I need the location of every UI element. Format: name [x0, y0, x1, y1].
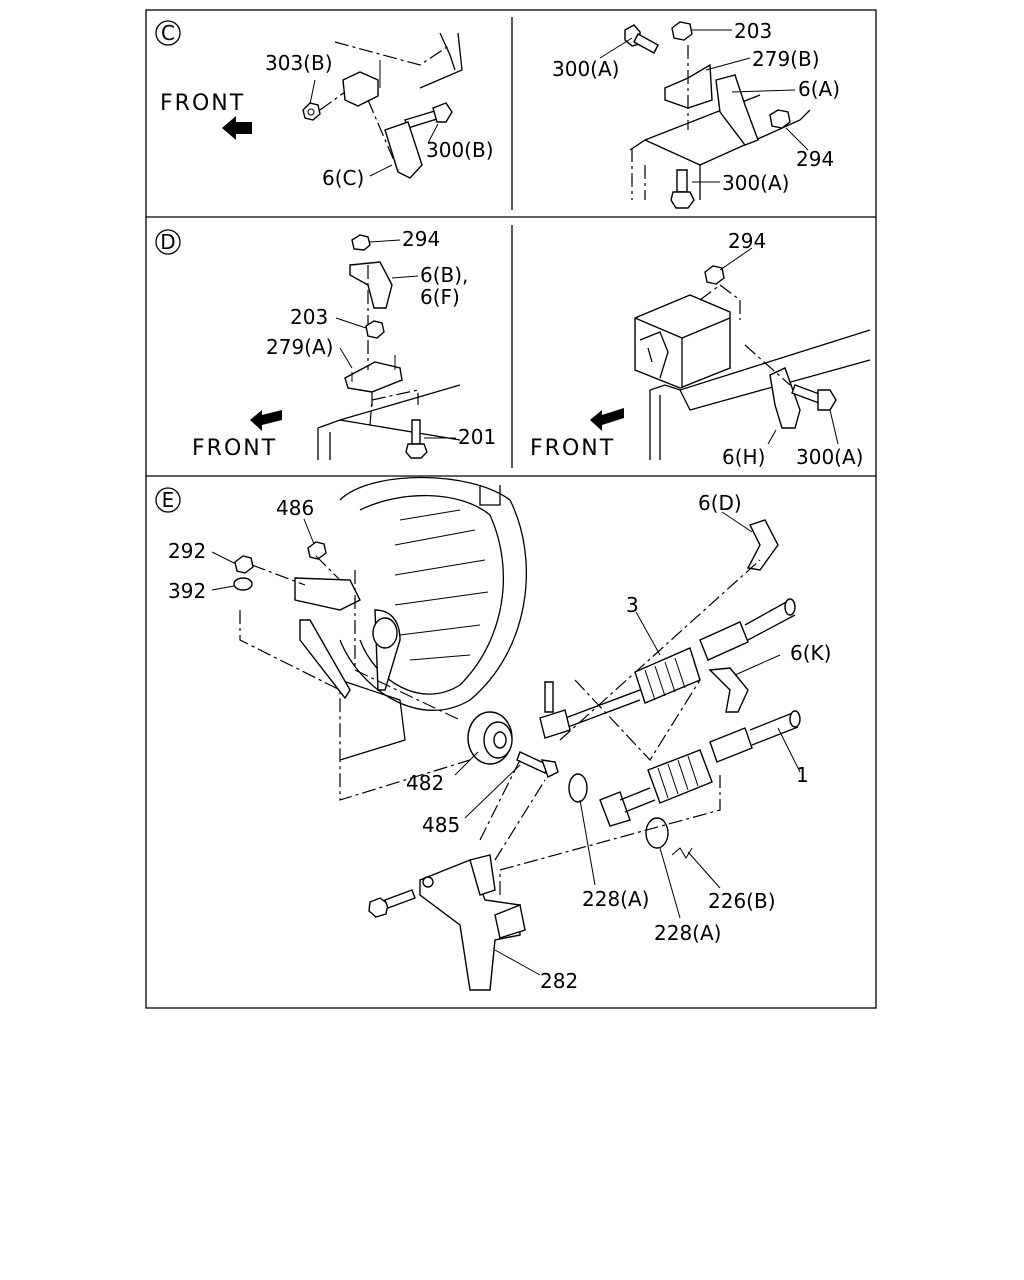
label-201: 201 — [458, 425, 496, 449]
front-arrow-icon — [250, 410, 282, 431]
bolt-300a-bottom — [670, 169, 695, 209]
label-203: 203 — [734, 19, 772, 43]
section-e: E — [155, 476, 831, 993]
section-c-left: C FRONT 303(B) 300(B) 6(C) — [155, 20, 494, 190]
bushing-482 — [467, 711, 513, 765]
label-6d: 6(D) — [698, 491, 742, 515]
section-c-badge: C — [161, 21, 175, 45]
nut-486 — [307, 541, 327, 560]
front-label: FRONT — [160, 91, 245, 116]
label-303b: 303(B) — [265, 51, 333, 75]
label-292: 292 — [168, 539, 206, 563]
label-300a-d2: 300(A) — [796, 445, 863, 469]
cable-3 — [539, 598, 796, 739]
bolt-282 — [368, 889, 416, 918]
label-300b: 300(B) — [426, 138, 494, 162]
nut-203-d — [365, 320, 385, 339]
label-294-c: 294 — [796, 147, 834, 171]
label-294-d: 294 — [402, 227, 440, 251]
section-badge-icon: D — [155, 229, 181, 255]
nut-203 — [671, 21, 693, 41]
label-226b: 226(B) — [708, 889, 776, 913]
clip-6b-6f — [349, 261, 393, 309]
bracket-279a — [344, 361, 403, 393]
section-d-badge: D — [160, 230, 175, 254]
front-arrow-icon — [222, 116, 252, 140]
bolt-300a-top — [624, 24, 659, 54]
label-300a-bottom: 300(A) — [722, 171, 789, 195]
label-228a-2: 228(A) — [654, 921, 721, 945]
bolt-201 — [405, 419, 428, 459]
cable-1 — [599, 710, 801, 827]
nut-294-d2 — [704, 265, 725, 285]
nut-292 — [234, 555, 254, 574]
transmission-housing — [339, 476, 527, 761]
front-arrow-icon — [590, 408, 624, 431]
washer-228a-2 — [645, 817, 669, 849]
section-d-right: FRONT 294 6(H) 300(A) — [530, 229, 871, 469]
section-d-left: D FRONT 294 6(B), 6(F) 203 279(A) 201 — [155, 227, 496, 461]
washer-228a-1 — [568, 773, 588, 803]
label-203-d: 203 — [290, 305, 328, 329]
diagram-frame — [145, 9, 877, 1009]
label-6h: 6(H) — [722, 445, 765, 469]
section-c-right: 203 279(B) 300(A) 6(A) 294 300(A) — [552, 19, 840, 209]
section-badge-icon: E — [155, 487, 181, 513]
ball-stud-485 — [516, 751, 559, 778]
label-1: 1 — [796, 763, 809, 787]
label-300a-top: 300(A) — [552, 57, 619, 81]
label-482: 482 — [406, 771, 444, 795]
label-6f: 6(F) — [420, 285, 460, 309]
label-282: 282 — [540, 969, 578, 993]
clip-6a — [715, 74, 759, 146]
washer-392 — [233, 577, 253, 591]
label-392: 392 — [168, 579, 206, 603]
label-6k: 6(K) — [790, 641, 831, 665]
clip-6d — [746, 519, 779, 571]
bolt-300b — [404, 102, 453, 129]
clip-6k — [708, 667, 749, 713]
label-486: 486 — [276, 496, 314, 520]
clip-6h — [769, 367, 801, 429]
label-228a-1: 228(A) — [582, 887, 649, 911]
nut-303b — [302, 102, 321, 121]
label-6c: 6(C) — [322, 166, 364, 190]
front-label: FRONT — [192, 436, 277, 461]
label-6a: 6(A) — [798, 77, 840, 101]
label-485: 485 — [422, 813, 460, 837]
label-3: 3 — [626, 593, 639, 617]
nut-294-c — [769, 109, 791, 129]
clip-6c — [384, 121, 423, 179]
nut-294-d — [351, 234, 371, 251]
label-6b: 6(B), — [420, 263, 468, 287]
section-e-badge: E — [162, 488, 175, 512]
front-label: FRONT — [530, 436, 615, 461]
label-294-d2: 294 — [728, 229, 766, 253]
bolt-300a-d2 — [791, 384, 837, 411]
section-badge-icon: C — [155, 20, 181, 46]
label-279a: 279(A) — [266, 335, 333, 359]
label-279b: 279(B) — [752, 47, 820, 71]
bracket-282 — [419, 854, 526, 991]
shift-lever — [294, 577, 361, 611]
